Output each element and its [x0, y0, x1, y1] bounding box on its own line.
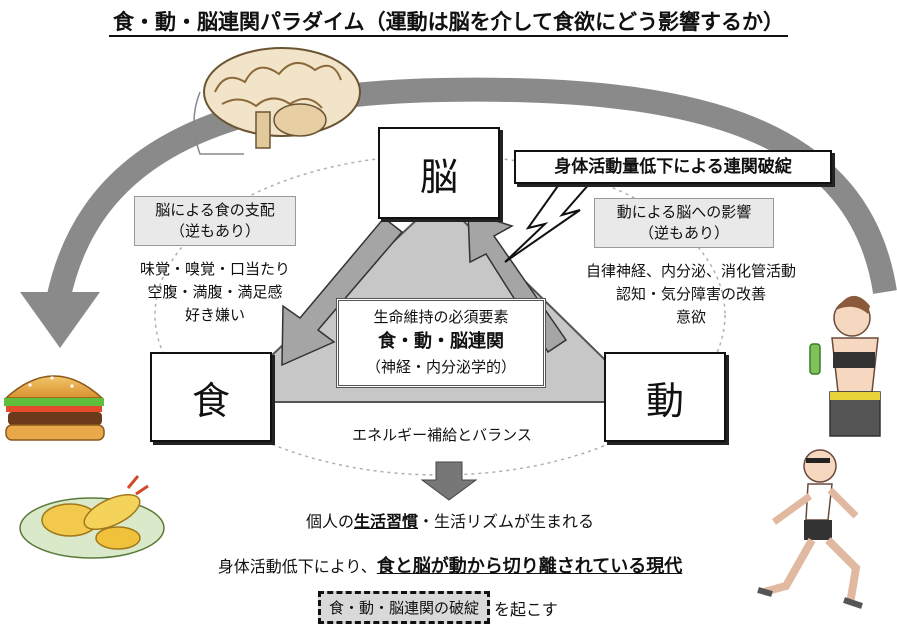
big-cycle-arrowhead	[20, 292, 100, 348]
energy-balance-label: エネルギー補給とバランス	[322, 424, 562, 447]
lifestyle-result-pre: 個人の	[306, 512, 354, 531]
collapse-label-box: 身体活動量低下による連関破綻	[514, 150, 832, 184]
energy-balance-text: エネルギー補給とバランス	[352, 426, 532, 444]
motion-effect-item: 意欲	[560, 306, 822, 329]
hamburger-illustration	[4, 376, 104, 440]
collapse-result-line: 食・動・脳連関の破綻を起こす	[318, 591, 658, 624]
node-brain: 脳	[378, 127, 500, 219]
collapse-result-post: を起こす	[494, 596, 558, 620]
modern-era-line: 身体活動低下により、食と脳が動から切り離されている現代	[150, 552, 750, 578]
motion-affects-brain-box: 動による脳への影響 （逆もあり）	[594, 198, 774, 248]
motion-affects-brain-line1: 動による脳への影響	[595, 202, 773, 223]
collapse-label-text: 身体活動量低下による連関破綻	[554, 157, 792, 177]
brain-controls-food-line1: 脳による食の支配	[135, 200, 295, 221]
tempura-illustration	[20, 476, 164, 558]
lifestyle-result-emph: 生活習慣	[354, 512, 418, 531]
food-factors-list: 味覚・嗅覚・口当たり 空腹・満腹・満足感 好き嫌い	[130, 258, 300, 327]
down-arrow	[422, 462, 476, 500]
node-motion-label: 動	[646, 370, 684, 425]
node-food: 食	[150, 352, 272, 442]
modern-era-emph: 食と脳が動から切り離されている現代	[377, 556, 682, 577]
lightning-bolt-icon	[505, 183, 590, 262]
modern-era-pre: 身体活動低下により、	[218, 557, 377, 576]
center-essentials-panel: 生命維持の必須要素 食・動・脳連関 （神経・内分泌学的）	[336, 298, 546, 388]
node-brain-label: 脳	[420, 146, 458, 201]
collapse-result-boxed: 食・動・脳連関の破綻	[318, 591, 490, 624]
brain-illustration	[194, 48, 360, 154]
food-factor-item: 空腹・満腹・満足感	[130, 281, 300, 304]
motion-effects-list: 自律神経、内分泌、消化管活動 認知・気分障害の改善 意欲	[560, 260, 822, 329]
motion-affects-brain-line2: （逆もあり）	[595, 223, 773, 244]
center-panel-line3: （神経・内分泌学的）	[339, 355, 543, 379]
center-panel-line1: 生命維持の必須要素	[339, 305, 543, 329]
node-motion: 動	[604, 352, 726, 442]
runner-illustration	[758, 450, 862, 606]
brain-controls-food-line2: （逆もあり）	[135, 221, 295, 242]
center-panel-line2: 食・動・脳連関	[339, 329, 543, 355]
motion-effect-item: 認知・気分障害の改善	[560, 283, 822, 306]
motion-effect-item: 自律神経、内分泌、消化管活動	[560, 260, 822, 283]
food-factor-item: 味覚・嗅覚・口当たり	[130, 258, 300, 281]
page-title: 食・動・脳連関パラダイム（運動は脳を介して食欲にどう影響するか）	[0, 6, 897, 36]
node-food-label: 食	[192, 370, 230, 425]
food-factor-item: 好き嫌い	[130, 304, 300, 327]
brain-controls-food-box: 脳による食の支配 （逆もあり）	[134, 196, 296, 246]
lifestyle-result-post: ・生活リズムが生まれる	[418, 512, 594, 531]
lifestyle-result-line: 個人の生活習慣・生活リズムが生まれる	[250, 508, 650, 532]
